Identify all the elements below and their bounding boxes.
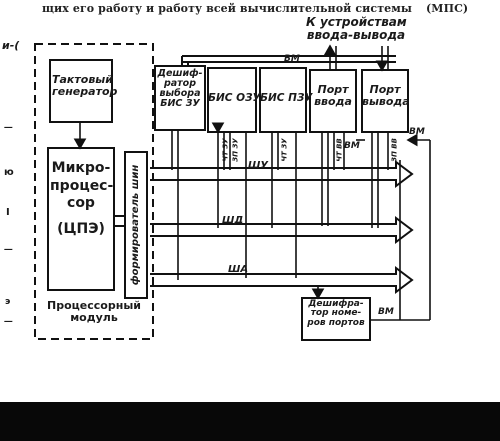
port-decoder-line-2: тор номе- <box>310 308 362 319</box>
memory-decoder-line-1: Дешиф- <box>157 68 203 79</box>
ram-block <box>207 67 257 133</box>
input-port-line-1: Порт <box>317 83 349 96</box>
port-decoder-block <box>301 297 371 341</box>
input-port-line-2: ввода <box>314 94 352 108</box>
caption-text: щих его работу и работу всей вычислитель… <box>42 2 412 15</box>
vm-decoder-label: ВМ <box>378 307 394 317</box>
ram-write-signal: ЗП ЗУ <box>231 138 240 162</box>
output-port-line-2: вывода <box>362 94 410 108</box>
input-port-label: Порт ввода <box>310 84 356 107</box>
clock-generator-line-2: генератор <box>52 84 118 98</box>
control-bus <box>150 160 414 188</box>
io-devices-line-1: К устройствам <box>306 15 407 29</box>
vm-output-label: ВМ <box>409 127 425 137</box>
input-read-signal: ЧТ ВВ <box>335 138 344 162</box>
memory-decoder-line-4: БИС ЗУ <box>160 97 200 109</box>
vm-top-label: ВМ <box>284 54 300 64</box>
input-port-block <box>309 69 357 133</box>
address-bus <box>150 266 414 294</box>
page-caption: щих его работу и работу всей вычислитель… <box>42 2 492 15</box>
scan-bottom-edge <box>0 402 500 441</box>
memory-decoder-line-2: ратор <box>163 77 197 89</box>
memory-decoder-line-3: выбора <box>159 87 201 99</box>
vm-input-label: ВМ <box>344 141 360 151</box>
processor-module-line-1: Процессорный <box>47 299 141 312</box>
margin-mark-6: э <box>5 297 11 307</box>
processor-module-frame <box>34 43 154 340</box>
rom-block <box>259 67 307 133</box>
data-bus-label: ШД <box>222 215 244 226</box>
microprocessor-line-2: процес- <box>50 177 114 194</box>
memory-decoder-block <box>154 65 206 131</box>
rom-read-signal: ЧТ ЗУ <box>280 138 289 162</box>
margin-mark-3: ю <box>4 167 14 178</box>
cpu-bus-link <box>114 215 125 227</box>
margin-mark-5: — <box>4 245 13 255</box>
io-devices-label: К устройствам ввода-вывода <box>306 15 407 42</box>
margin-mark-4: I <box>6 207 10 218</box>
address-bus-label: ША <box>228 264 249 275</box>
rom-label: БИС ПЗУ <box>260 92 313 104</box>
ram-read-signal: ЧТ ЗУ <box>221 138 230 162</box>
margin-mark-7: — <box>4 317 13 327</box>
clock-generator-block <box>49 59 113 123</box>
clock-generator-line-1: Тактовый <box>52 73 113 86</box>
ram-label: БИС ОЗУ <box>208 92 261 104</box>
data-bus <box>150 216 414 244</box>
microprocessor-line-3: сор <box>67 195 95 211</box>
output-port-label: Порт вывода <box>362 83 410 108</box>
port-decoder-line-3: ров портов <box>307 317 365 328</box>
memory-decoder-label: Дешиф- ратор выбора БИС ЗУ <box>156 69 204 109</box>
margin-mark-2: — <box>4 123 13 133</box>
processor-module-label: Процессорный модуль <box>34 300 154 323</box>
caption-abbreviation: (МПС) <box>426 2 469 15</box>
microprocessor-line-1: Микро- <box>51 160 111 176</box>
port-decoder-label: Дешифра- тор номе- ров портов <box>302 299 370 328</box>
bus-former-label: формирователь шин <box>129 164 141 286</box>
microprocessor-label: Микро- процес- сор (ЦПЭ) <box>50 160 114 238</box>
control-bus-label: ШУ <box>248 160 269 171</box>
output-port-line-1: Порт <box>369 83 401 96</box>
port-decoder-line-1: Дешифра- <box>308 299 364 309</box>
clock-generator-label: Тактовый генератор <box>52 73 118 98</box>
output-write-signal: ЗП ВВ <box>390 138 399 162</box>
io-devices-line-2: ввода-вывода <box>306 27 406 42</box>
microprocessor-line-4: (ЦПЭ) <box>57 220 105 237</box>
margin-mark-1: и-( <box>2 39 20 52</box>
processor-module-line-2: модуль <box>70 310 118 324</box>
